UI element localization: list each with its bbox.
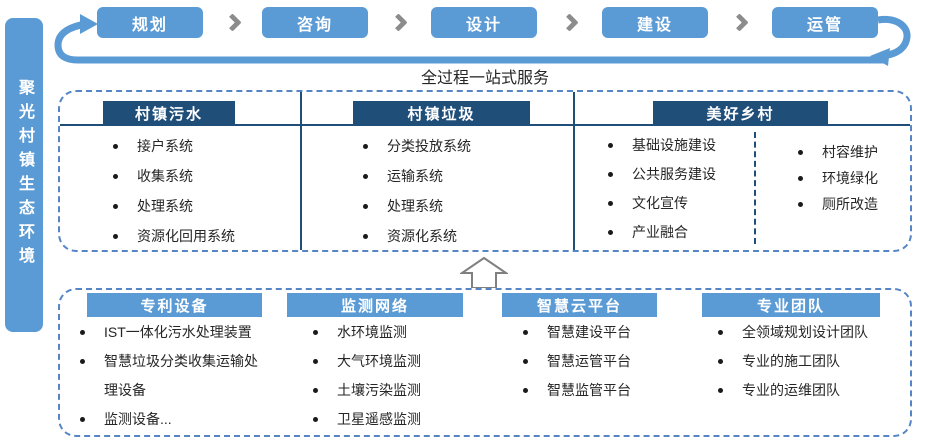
flow-step-label: 建设 — [636, 16, 673, 34]
list-item: 智慧建设平台 — [505, 318, 685, 347]
list-item: 厕所改造 — [780, 191, 910, 217]
services-header-sewage: 村镇污水 — [103, 101, 235, 125]
brand-vertical-label: 聚光村镇生态环境 — [16, 79, 33, 271]
flow-step-label: 咨询 — [296, 16, 333, 34]
loop-start-arrowhead-icon — [80, 14, 98, 34]
list-item: 收集系统 — [95, 161, 295, 191]
list-item: 产业融合 — [590, 218, 755, 247]
header-label: 村镇垃圾 — [407, 105, 476, 123]
services-divider-1 — [300, 92, 302, 250]
list-item: 大气环境监测 — [295, 347, 475, 376]
list-item: 基础设施建设 — [590, 131, 755, 160]
capabilities-header-equipment: 专利设备 — [87, 293, 262, 317]
list-item: 公共服务建设 — [590, 160, 755, 189]
loop-end-curve — [877, 15, 911, 59]
list-item: 智慧垃圾分类收集运输处理设备 — [62, 347, 258, 405]
list-item: 智慧运管平台 — [505, 347, 685, 376]
village-items-right-list: 村容维护 环境绿化 厕所改造 — [780, 139, 910, 217]
village-items-left-list: 基础设施建设 公共服务建设 文化宣传 产业融合 — [590, 131, 755, 247]
list-item: 运输系统 — [345, 161, 555, 191]
loop-line — [54, 20, 886, 64]
list-item: 土壤污染监测 — [295, 376, 475, 405]
flow-step-design: 设计 — [431, 7, 537, 38]
flow-step-construction: 建设 — [602, 7, 708, 38]
list-item: 资源化回用系统 — [95, 221, 295, 251]
list-item: 智慧监管平台 — [505, 376, 685, 405]
list-item: 处理系统 — [345, 191, 555, 221]
list-item: 水环境监测 — [295, 318, 475, 347]
flow-step-consulting: 咨询 — [262, 7, 368, 38]
equipment-items-list: IST一体化污水处理装置 智慧垃圾分类收集运输处理设备 监测设备... — [62, 318, 258, 434]
up-block-arrow-icon — [460, 256, 508, 289]
process-subtitle: 全过程一站式服务 — [420, 70, 549, 87]
header-label: 智慧云平台 — [536, 297, 622, 315]
flow-step-planning: 规划 — [97, 7, 203, 38]
capabilities-header-team: 专业团队 — [702, 293, 880, 317]
services-header-village: 美好乡村 — [653, 101, 828, 125]
list-item: IST一体化污水处理装置 — [62, 318, 258, 347]
garbage-items-list: 分类投放系统 运输系统 处理系统 资源化系统 — [345, 131, 555, 251]
header-label: 监测网络 — [340, 297, 409, 315]
flow-step-operation: 运管 — [772, 7, 878, 38]
header-label: 专业团队 — [756, 297, 825, 315]
list-item: 处理系统 — [95, 191, 295, 221]
list-item: 资源化系统 — [345, 221, 555, 251]
services-divider-2 — [573, 92, 575, 250]
list-item: 村容维护 — [780, 139, 910, 165]
list-item: 分类投放系统 — [345, 131, 555, 161]
team-items-list: 全领域规划设计团队 专业的施工团队 专业的运维团队 — [700, 318, 910, 405]
header-label: 专利设备 — [140, 297, 209, 315]
list-item: 卫星遥感监测 — [295, 405, 475, 434]
services-subdivider-dashed — [754, 132, 756, 244]
list-item: 环境绿化 — [780, 165, 910, 191]
flow-step-label: 运管 — [806, 16, 843, 34]
flow-arrow-line — [54, 14, 911, 66]
capabilities-header-monitoring: 监测网络 — [287, 293, 463, 317]
list-item: 全领域规划设计团队 — [700, 318, 910, 347]
sewage-items-list: 接户系统 收集系统 处理系统 资源化回用系统 — [95, 131, 295, 251]
flow-step-label: 设计 — [465, 16, 502, 34]
loop-end-arrowhead-icon — [870, 48, 890, 66]
list-item: 接户系统 — [95, 131, 295, 161]
capabilities-header-cloud: 智慧云平台 — [502, 293, 657, 317]
services-header-rule — [60, 124, 910, 126]
header-label: 美好乡村 — [706, 105, 775, 123]
brand-vertical-bar: 聚光村镇生态环境 — [5, 18, 43, 332]
flow-step-label: 规划 — [131, 16, 168, 34]
list-item: 专业的运维团队 — [700, 376, 910, 405]
monitoring-items-list: 水环境监测 大气环境监测 土壤污染监测 卫星遥感监测 — [295, 318, 475, 434]
cloud-items-list: 智慧建设平台 智慧运管平台 智慧监管平台 — [505, 318, 685, 405]
list-item: 监测设备... — [62, 405, 258, 434]
services-header-garbage: 村镇垃圾 — [353, 101, 530, 125]
list-item: 文化宣传 — [590, 189, 755, 218]
list-item: 专业的施工团队 — [700, 347, 910, 376]
header-label: 村镇污水 — [134, 105, 203, 123]
